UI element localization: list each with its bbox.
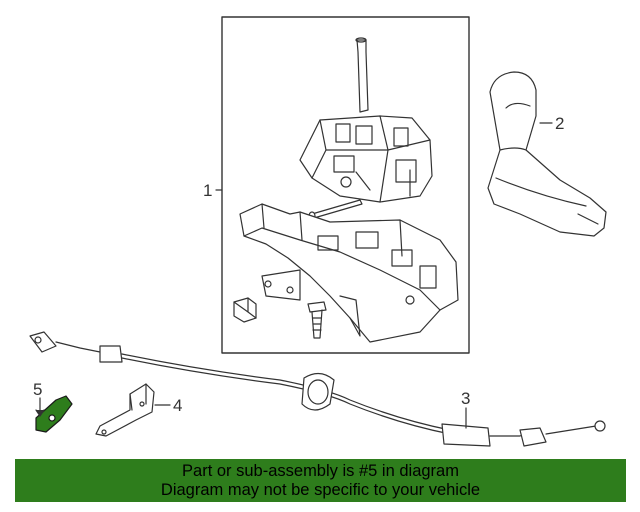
cable-bracket (95, 383, 155, 437)
info-banner: Part or sub-assembly is #5 in diagram Di… (15, 459, 626, 502)
shifter-base-housing (239, 203, 459, 343)
callout-2: 2 (555, 114, 564, 133)
base-bolt (307, 301, 327, 339)
callout-1: 1 (203, 181, 212, 200)
callout-3: 3 (461, 389, 470, 408)
shifter-bolt (308, 199, 363, 221)
shift-cable (29, 331, 606, 447)
callout-5: 5 (33, 380, 42, 399)
shift-knob (487, 71, 607, 237)
shifter-assembly-frame (221, 16, 470, 354)
leader-arrow-5 (35, 409, 45, 417)
retainer-clip-highlight (35, 395, 73, 433)
banner-line-1: Part or sub-assembly is #5 in diagram (182, 462, 459, 480)
banner-line-2: Diagram may not be specific to your vehi… (160, 481, 481, 499)
shifter-upper-module (299, 37, 433, 203)
callout-4: 4 (173, 396, 182, 415)
small-clip (233, 297, 257, 323)
